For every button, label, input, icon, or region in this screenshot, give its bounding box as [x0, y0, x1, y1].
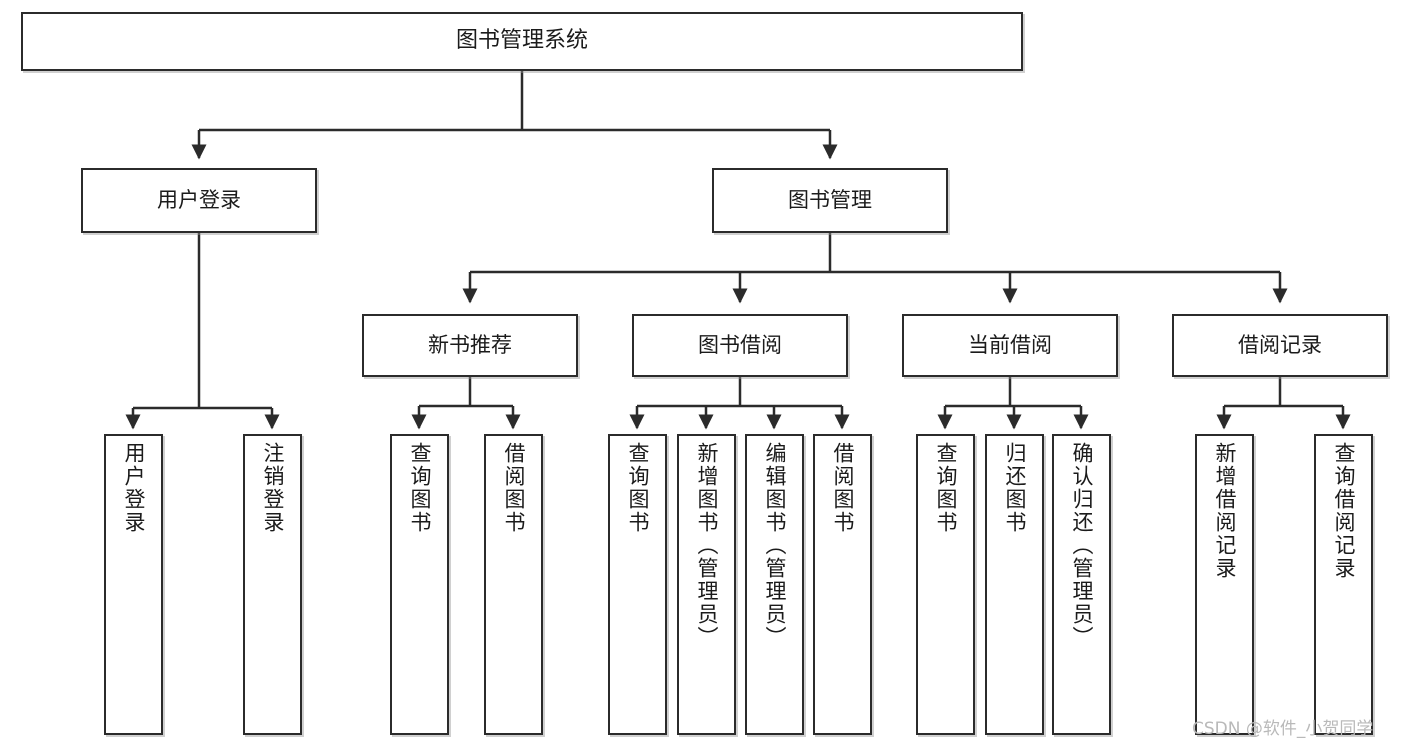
leaf-borrow-record-1[interactable]: 查询借阅记录: [1314, 434, 1373, 735]
node-book-borrow-label: 图书借阅: [698, 332, 782, 357]
leaf-current-borrow-2[interactable]: 确认归还（管理员）: [1052, 434, 1111, 735]
leaf-borrow-record-1-label: 查询借阅记录: [1332, 442, 1356, 580]
leaf-user-login-1-label: 注销登录: [261, 442, 285, 534]
leaf-new-book-recommend-0-label: 查询图书: [408, 442, 432, 534]
leaf-new-book-recommend-1-label: 借阅图书: [502, 442, 526, 534]
node-book-borrow[interactable]: 图书借阅: [632, 314, 848, 377]
leaf-user-login-1[interactable]: 注销登录: [243, 434, 302, 735]
leaf-book-borrow-0[interactable]: 查询图书: [608, 434, 667, 735]
node-borrow-record-label: 借阅记录: [1238, 332, 1322, 357]
node-user-login[interactable]: 用户登录: [81, 168, 317, 233]
node-book-manage[interactable]: 图书管理: [712, 168, 948, 233]
node-root-label: 图书管理系统: [455, 28, 588, 54]
leaf-borrow-record-0[interactable]: 新增借阅记录: [1195, 434, 1254, 735]
node-new-book-recommend[interactable]: 新书推荐: [362, 314, 578, 377]
leaf-current-borrow-1[interactable]: 归还图书: [985, 434, 1044, 735]
leaf-book-borrow-1[interactable]: 新增图书（管理员）: [677, 434, 736, 735]
leaf-book-borrow-1-label: 新增图书（管理员）: [695, 442, 719, 649]
leaf-book-borrow-3-label: 借阅图书: [831, 442, 855, 534]
leaf-current-borrow-0[interactable]: 查询图书: [916, 434, 975, 735]
node-current-borrow-label: 当前借阅: [968, 332, 1052, 357]
leaf-current-borrow-0-label: 查询图书: [934, 442, 958, 534]
node-book-manage-label: 图书管理: [788, 187, 872, 212]
leaf-book-borrow-2-label: 编辑图书（管理员）: [763, 442, 787, 649]
leaf-book-borrow-0-label: 查询图书: [626, 442, 650, 534]
leaf-new-book-recommend-0[interactable]: 查询图书: [390, 434, 449, 735]
leaf-new-book-recommend-1[interactable]: 借阅图书: [484, 434, 543, 735]
leaf-current-borrow-1-label: 归还图书: [1003, 442, 1027, 534]
leaf-user-login-0-label: 用户登录: [122, 442, 146, 534]
node-root[interactable]: 图书管理系统: [21, 12, 1023, 71]
leaf-borrow-record-0-label: 新增借阅记录: [1213, 442, 1237, 580]
leaf-book-borrow-3[interactable]: 借阅图书: [813, 434, 872, 735]
leaf-current-borrow-2-label: 确认归还（管理员）: [1070, 442, 1094, 649]
node-user-login-label: 用户登录: [157, 187, 241, 212]
leaf-user-login-0[interactable]: 用户登录: [104, 434, 163, 735]
node-new-book-recommend-label: 新书推荐: [428, 332, 512, 357]
leaf-book-borrow-2[interactable]: 编辑图书（管理员）: [745, 434, 804, 735]
node-borrow-record[interactable]: 借阅记录: [1172, 314, 1388, 377]
csdn-watermark: CSDN @软件_小贺同学: [1192, 719, 1374, 739]
node-current-borrow[interactable]: 当前借阅: [902, 314, 1118, 377]
